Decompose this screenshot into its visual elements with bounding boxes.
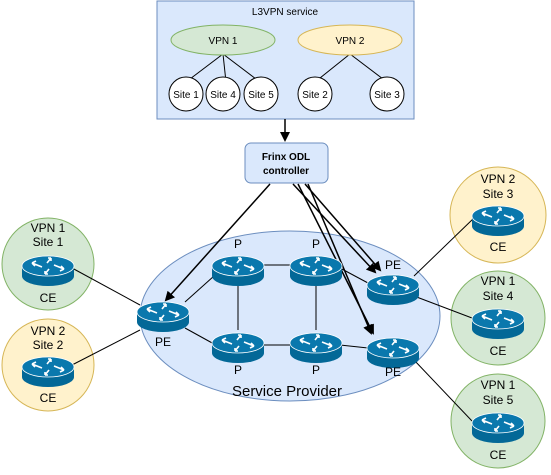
- p-router-4: [289, 332, 343, 364]
- customer1-ce-label: CE: [40, 291, 57, 305]
- site-label-3: Site 3: [374, 90, 400, 101]
- ce-router-2: [21, 356, 75, 388]
- customer5-vpn-label: VPN 1: [481, 378, 516, 392]
- ce-router-3: [471, 205, 525, 237]
- ce-router-1: [21, 255, 75, 287]
- ce-router-5: [471, 412, 525, 444]
- site-node-1: [168, 76, 204, 112]
- controller-label-line1: Frinx ODL: [262, 152, 310, 163]
- controller-label-line2: controller: [263, 166, 309, 177]
- customer2-ce-label: CE: [40, 391, 57, 405]
- site-node-4: [205, 76, 241, 112]
- p1-label: P: [234, 237, 242, 251]
- pe-router-right-top: [366, 274, 420, 306]
- link-pe-right-bottom-ce5: [413, 359, 473, 422]
- customer1-vpn-label: VPN 1: [31, 221, 66, 235]
- p3-label: P: [234, 363, 242, 377]
- pe-left-label: PE: [155, 335, 171, 349]
- pe-router-right-bottom: [366, 337, 420, 369]
- site-node-3: [369, 76, 405, 112]
- customer3-vpn-label: VPN 2: [481, 172, 516, 186]
- customer3-site-label: Site 3: [483, 187, 514, 201]
- customer2-vpn-label: VPN 2: [31, 324, 66, 338]
- customer5-site-label: Site 5: [483, 393, 514, 407]
- site-node-5: [243, 76, 279, 112]
- site-label-2: Site 2: [302, 90, 328, 101]
- customer4-ce-label: CE: [490, 344, 507, 358]
- p-router-1: [211, 255, 265, 287]
- pe-right-top-label: PE: [385, 258, 401, 272]
- customer2-site-label: Site 2: [33, 338, 64, 352]
- customer4-vpn-label: VPN 1: [481, 274, 516, 288]
- site-label-4: Site 4: [210, 90, 236, 101]
- customer1-site-label: Site 1: [33, 235, 64, 249]
- l3vpn-title: L3VPN service: [252, 7, 319, 18]
- vpn2-node-label: VPN 2: [336, 36, 365, 47]
- controller-arrow-pe-top-a: [292, 183, 377, 274]
- site-node-2: [297, 76, 333, 112]
- vpn1-node-label: VPN 1: [209, 36, 238, 47]
- controller-arrow-pe-left: [164, 183, 271, 302]
- vpn2-node: [297, 24, 403, 56]
- p-router-3: [211, 332, 265, 364]
- customer4-site-label: Site 4: [483, 289, 514, 303]
- pe-right-bottom-label: PE: [385, 365, 401, 379]
- site-label-5: Site 5: [248, 90, 274, 101]
- customer3-ce-label: CE: [490, 240, 507, 254]
- link-ce2-pe-left: [71, 329, 141, 366]
- link-pe-right-top-ce4: [413, 295, 473, 319]
- site-label-1: Site 1: [173, 90, 199, 101]
- service-provider-label: Service Provider: [232, 383, 342, 400]
- p2-label: P: [312, 237, 320, 251]
- controller-arrow-pe-bottom-b: [307, 183, 373, 335]
- p4-label: P: [312, 363, 320, 377]
- link-p4-pe-right-bottom: [339, 344, 369, 349]
- controller-box: [244, 142, 329, 184]
- link-pe-left-p1: [184, 275, 215, 303]
- customer5-ce-label: CE: [490, 448, 507, 462]
- vpn1-node: [170, 24, 276, 56]
- ce-router-4: [471, 308, 525, 340]
- link-pe-left-p3: [184, 327, 215, 345]
- p-router-2: [289, 255, 343, 287]
- pe-router-left: [136, 301, 190, 333]
- link-pe-right-top-ce3: [413, 217, 475, 277]
- controller-arrow-pe-top-b: [304, 183, 382, 272]
- link-ce1-pe-left: [71, 267, 141, 306]
